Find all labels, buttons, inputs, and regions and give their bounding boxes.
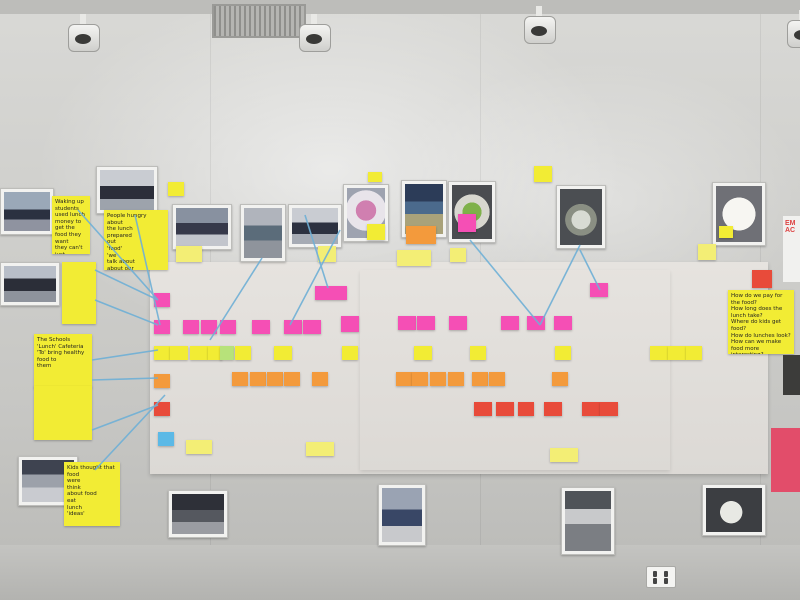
handwritten-note: Kids thought that food were think about … [64,462,120,526]
small-note [168,182,184,196]
sticky-note [154,346,170,360]
sticky-note [449,316,467,330]
sticky-note [686,346,702,360]
sticky-note [220,346,234,360]
sticky-note [470,346,486,360]
sticky-note [232,372,248,386]
cafeteria-photo [288,204,342,248]
sticky-note [398,316,416,330]
sticky-note [430,372,446,386]
handwritten-note: Waking up students used lunch money to g… [52,196,90,254]
sticky-note [154,320,170,334]
sticky-note [252,320,270,334]
cafeteria-photo [168,490,228,538]
sticky-note [582,402,600,416]
sticky-note [668,346,686,360]
sticky-note [284,320,302,334]
sticky-note [752,270,772,288]
sticky-note [220,320,236,334]
small-note [368,172,382,182]
sticky-note [590,283,608,297]
track-light [522,6,556,46]
sticky-note [208,346,222,360]
small-note [367,224,385,240]
sticky-note [158,432,174,446]
sticky-note [417,316,435,330]
sticky-note [341,316,359,332]
exhibit-sign: EM AC [783,216,800,282]
student-photo [378,484,426,546]
cafeteria-photo [96,166,158,214]
sticky-note [154,374,170,388]
small-note [450,248,466,262]
butcher-paper-sheet [360,270,670,470]
red-paper [771,428,800,492]
sticky-note [414,346,432,360]
sticky-note [555,346,571,360]
track-light [297,14,331,54]
sticky-note [315,286,347,300]
sign-text: EM AC [785,220,796,234]
sticky-note [342,346,358,360]
small-note [176,246,202,262]
sticky-note [154,293,170,307]
sticky-note [306,442,334,456]
sticky-note [303,320,321,334]
sticky-note [527,316,545,330]
sticky-note [312,372,328,386]
sticky-note [186,440,212,454]
sticky-note [552,372,568,386]
sticky-note [396,372,412,386]
sticky-note [650,346,668,360]
wall-fixture [783,355,800,395]
sticky-note [554,316,572,330]
sticky-note [600,402,618,416]
empty-tables-photo [561,487,615,555]
sticky-note [250,372,266,386]
cafeteria-photo [240,204,286,262]
ceiling [0,0,800,14]
sticky-note [284,372,300,386]
sticky-note [544,402,562,416]
sticky-note [474,402,492,416]
small-note [458,214,476,232]
handwritten-note: The Schools 'Lunch' Cafeteria 'To' bring… [34,334,92,388]
handwritten-note [62,262,96,324]
sticky-note [472,372,488,386]
small-note [719,226,733,238]
sticky-note [274,346,292,360]
small-note [534,166,552,182]
ceiling-vent [212,4,306,38]
cafeteria-photo [0,262,60,306]
small-note [698,244,716,260]
sticky-note [183,320,199,334]
sticky-note [267,372,283,386]
sticky-note [412,372,428,386]
photo-backing-note [34,386,92,440]
sticky-note [489,372,505,386]
wall-outlet [646,566,676,588]
sticky-note [501,316,519,330]
track-light [66,14,100,54]
sticky-note [201,320,217,334]
sticky-note [518,402,534,416]
cafeteria-photo [172,204,232,250]
sticky-note [190,346,208,360]
small-note [406,226,436,244]
sticky-note [550,448,578,462]
sticky-note [170,346,188,360]
sticky-note [496,402,514,416]
food-plate-photo [702,484,766,536]
trash-can-photo [556,185,606,249]
sticky-note [448,372,464,386]
small-note [397,250,431,266]
track-light [785,10,800,50]
handwritten-note: How do we pay for the food? How long doe… [728,290,794,354]
sticky-note [235,346,251,360]
